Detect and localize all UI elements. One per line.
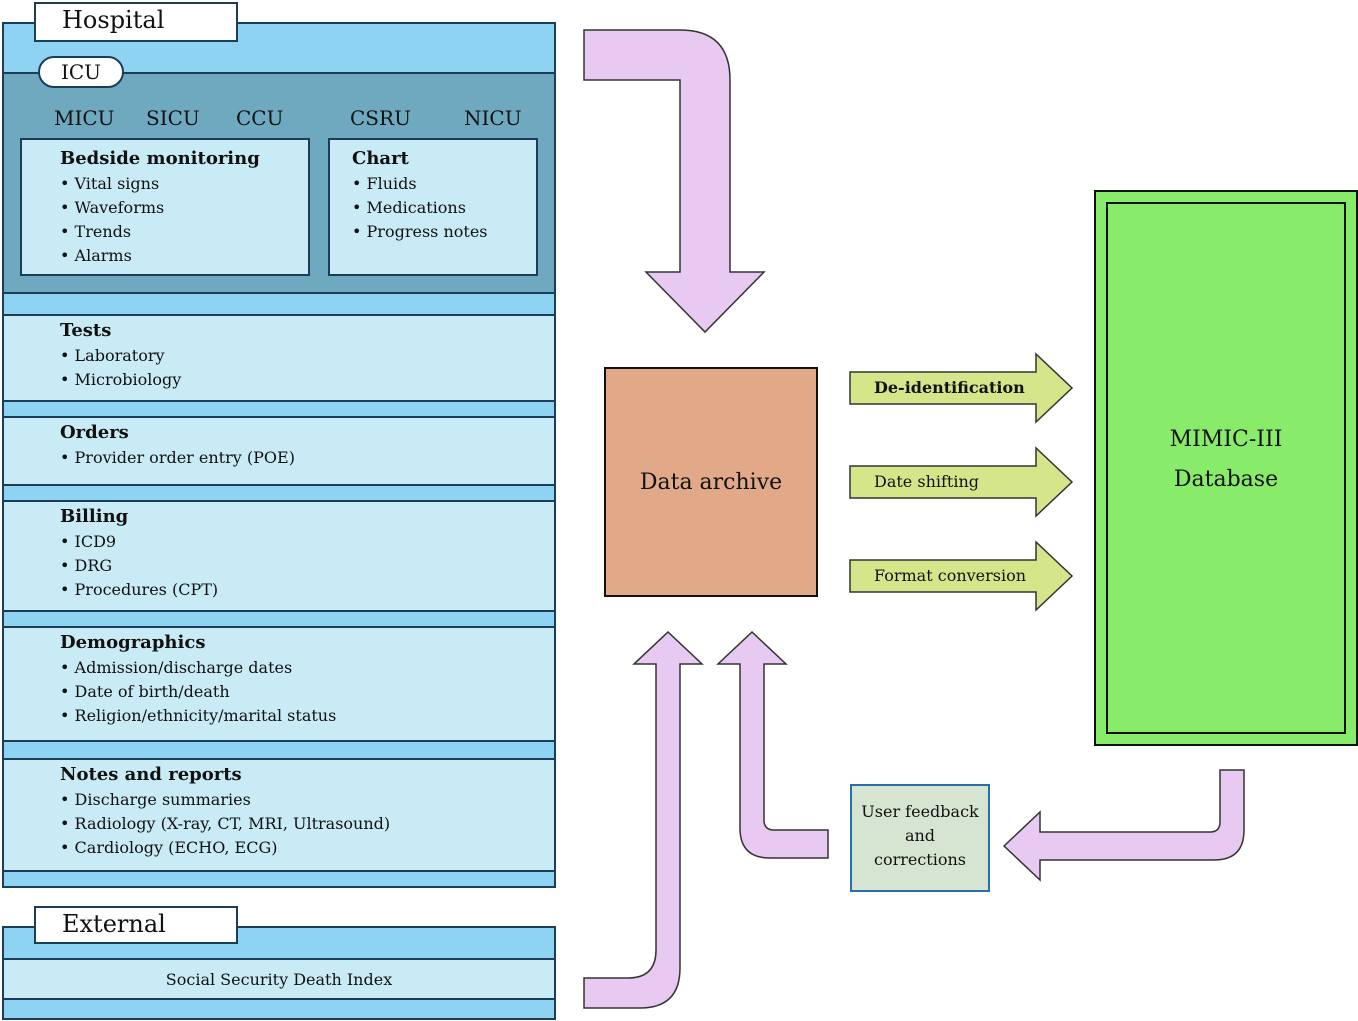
bedside-item: Waveforms bbox=[60, 196, 308, 220]
hospital-title: Hospital bbox=[34, 2, 238, 42]
bedside-item: Trends bbox=[60, 220, 308, 244]
section-item: Admission/discharge dates bbox=[60, 656, 554, 680]
section-orders: Orders Provider order entry (POE) bbox=[4, 416, 554, 486]
mimic-database-inner-border bbox=[1106, 202, 1346, 734]
icu-label: ICU bbox=[38, 56, 124, 88]
section-item: Procedures (CPT) bbox=[60, 578, 554, 602]
section-title: Orders bbox=[60, 422, 129, 443]
mimic-database-line1: MIMIC-III bbox=[1169, 427, 1283, 452]
chart-box: Chart Fluids Medications Progress notes bbox=[328, 138, 538, 276]
unit-csru: CSRU bbox=[350, 106, 411, 130]
unit-nicu: NICU bbox=[464, 106, 522, 130]
section-title: Tests bbox=[60, 320, 112, 341]
mimic-database-label: MIMIC-III Database bbox=[1106, 420, 1346, 500]
bedside-monitoring-box: Bedside monitoring Vital signs Waveforms… bbox=[20, 138, 310, 276]
section-item: Microbiology bbox=[60, 368, 554, 392]
chart-item: Fluids bbox=[352, 172, 536, 196]
bedside-item: Vital signs bbox=[60, 172, 308, 196]
step-arrow-date-shifting bbox=[849, 446, 1074, 518]
section-item: Religion/ethnicity/marital status bbox=[60, 704, 554, 728]
section-demographics: Demographics Admission/discharge dates D… bbox=[4, 626, 554, 742]
section-item: Provider order entry (POE) bbox=[60, 446, 554, 470]
data-archive-box: Data archive bbox=[604, 367, 818, 597]
section-tests: Tests Laboratory Microbiology bbox=[4, 314, 554, 402]
section-item: DRG bbox=[60, 554, 554, 578]
section-item: Radiology (X-ray, CT, MRI, Ultrasound) bbox=[60, 812, 554, 836]
section-notes-reports: Notes and reports Discharge summaries Ra… bbox=[4, 758, 554, 872]
chart-item: Medications bbox=[352, 196, 536, 220]
unit-ccu: CCU bbox=[236, 106, 284, 130]
chart-item: Progress notes bbox=[352, 220, 536, 244]
feedback-to-archive-arrow bbox=[716, 630, 829, 859]
user-feedback-box: User feedback and corrections bbox=[850, 784, 990, 892]
external-to-archive-arrow bbox=[583, 630, 704, 1009]
section-item: ICD9 bbox=[60, 530, 554, 554]
unit-sicu: SICU bbox=[146, 106, 200, 130]
feedback-line: corrections bbox=[873, 850, 966, 869]
step-arrow-format-conversion bbox=[849, 540, 1074, 612]
bedside-item: Alarms bbox=[60, 244, 308, 268]
chart-title: Chart bbox=[352, 148, 409, 169]
section-item: Cardiology (ECHO, ECG) bbox=[60, 836, 554, 860]
bedside-monitoring-title: Bedside monitoring bbox=[60, 148, 260, 169]
step-label-format-conversion: Format conversion bbox=[874, 566, 1027, 585]
data-archive-label: Data archive bbox=[639, 469, 783, 495]
mimic-database-box bbox=[1094, 190, 1358, 746]
step-label-date-shifting: Date shifting bbox=[874, 472, 979, 491]
section-billing: Billing ICD9 DRG Procedures (CPT) bbox=[4, 500, 554, 612]
section-title: Demographics bbox=[60, 632, 206, 653]
step-arrow-deidentification bbox=[849, 352, 1074, 424]
section-title: Notes and reports bbox=[60, 764, 242, 785]
feedback-line: and bbox=[904, 826, 936, 845]
unit-micu: MICU bbox=[54, 106, 115, 130]
section-item: Laboratory bbox=[60, 344, 554, 368]
section-item: Discharge summaries bbox=[60, 788, 554, 812]
external-source: Social Security Death Index bbox=[4, 958, 554, 1000]
hospital-to-archive-arrow bbox=[583, 29, 766, 334]
section-title: Billing bbox=[60, 506, 129, 527]
section-item: Date of birth/death bbox=[60, 680, 554, 704]
external-title: External bbox=[34, 906, 238, 944]
mimic-database-line2: Database bbox=[1173, 467, 1279, 492]
database-to-feedback-arrow bbox=[1002, 769, 1245, 882]
feedback-line: User feedback bbox=[861, 802, 979, 821]
step-label-deidentification: De-identification bbox=[874, 378, 1025, 397]
